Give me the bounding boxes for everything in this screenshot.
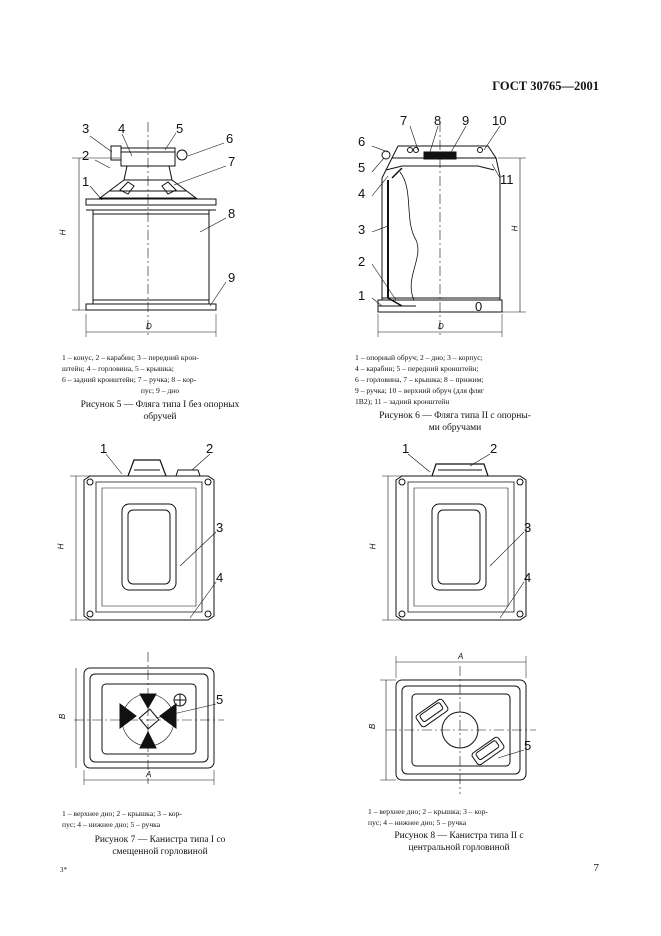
fig8-label-1: 1 bbox=[402, 441, 410, 456]
fig7-caption: Рисунок 7 — Канистра типа I со смещенной… bbox=[62, 834, 258, 858]
fig8-top-drawing bbox=[380, 656, 536, 794]
fig6-label-2: 2 bbox=[358, 254, 366, 269]
fig8-dim-H: H bbox=[368, 543, 378, 550]
fig6-label-3: 3 bbox=[358, 222, 366, 237]
legend-line: пус; 4 – нижнее дно; 5 – ручка bbox=[62, 820, 161, 829]
fig8-label-4: 4 bbox=[524, 570, 532, 585]
caption-line: обручей bbox=[143, 412, 177, 422]
fig8-dim-A: A bbox=[458, 652, 464, 661]
fig5-drawing bbox=[72, 122, 227, 337]
fig6-label-11: 11 bbox=[500, 172, 514, 187]
fig6-label-6: 6 bbox=[358, 134, 366, 149]
fig7-top-drawing bbox=[74, 652, 224, 785]
legend-line: 1 – верхнее дно; 2 – крышка; 3 – кор- bbox=[62, 809, 182, 818]
fig6-legend: 1 – опорный обруч; 2 – дно; 3 – корпус; … bbox=[355, 352, 555, 407]
fig8-legend: 1 – верхнее дно; 2 – крышка; 3 – кор- пу… bbox=[368, 806, 548, 828]
fig7-legend: 1 – верхнее дно; 2 – крышка; 3 – кор- пу… bbox=[62, 808, 258, 830]
legend-line: пус; 4 – нижнее дно; 5 – ручка bbox=[368, 818, 467, 827]
legend-line: 6 – задний кронштейн; 7 – ручка; 8 – кор… bbox=[62, 375, 197, 384]
fig7-front-drawing bbox=[70, 453, 217, 621]
fig8-label-3: 3 bbox=[524, 520, 532, 535]
legend-line: 4 – карабин; 5 – передний кронштейн; bbox=[355, 364, 479, 373]
fig5-dim-H: H bbox=[58, 229, 68, 236]
caption-line: ми обручами bbox=[428, 423, 482, 433]
legend-line: 9 – ручка; 10 – верхний обруч (для фляг bbox=[355, 386, 485, 395]
fig8-caption: Рисунок 8 — Канистра типа II с центральн… bbox=[362, 830, 556, 854]
fig8-label-5: 5 bbox=[524, 738, 532, 753]
fig6-label-8: 8 bbox=[434, 113, 442, 128]
legend-line: 6 – горловина, 7 – крышка; 8 – прижим; bbox=[355, 375, 484, 384]
fig6-body-mark: 0 bbox=[475, 299, 483, 314]
fig6-drawing bbox=[371, 122, 526, 337]
legend-line: 1 – верхнее дно; 2 – крышка; 3 – кор- bbox=[368, 807, 488, 816]
fig5-label-8: 8 bbox=[228, 206, 236, 221]
fig7-label-1: 1 bbox=[100, 441, 108, 456]
caption-line: смещенной горловиной bbox=[112, 847, 208, 857]
fig7-label-2: 2 bbox=[206, 441, 214, 456]
fig6-label-5: 5 bbox=[358, 160, 366, 175]
fig7-label-5: 5 bbox=[216, 692, 224, 707]
fig5-legend: 1 – конус, 2 – карабин; 3 – передний кро… bbox=[62, 352, 258, 396]
fig6-label-4: 4 bbox=[358, 186, 366, 201]
fig5-label-5: 5 bbox=[176, 121, 184, 136]
fig5-caption: Рисунок 5 — Фляга типа I без опорных обр… bbox=[62, 399, 258, 423]
caption-line: Рисунок 6 — Фляга типа II с опорны- bbox=[379, 411, 531, 421]
sheet-mark: 3* bbox=[60, 866, 67, 874]
page-number: 7 bbox=[593, 862, 600, 874]
fig7-dim-A: A bbox=[146, 770, 152, 779]
legend-line: штейн; 4 – горловина, 5 – крышка; bbox=[62, 364, 174, 373]
fig6-caption: Рисунок 6 — Фляга типа II с опорны- ми о… bbox=[355, 410, 555, 434]
fig5-dim-D: D bbox=[146, 322, 152, 331]
fig7-label-4: 4 bbox=[216, 570, 224, 585]
fig7-dim-H: H bbox=[56, 543, 66, 550]
legend-line: пус; 9 – дно bbox=[140, 386, 180, 395]
fig5-label-4: 4 bbox=[118, 121, 126, 136]
fig6-label-1: 1 bbox=[358, 288, 366, 303]
fig5-label-9: 9 bbox=[228, 270, 236, 285]
fig8-label-2: 2 bbox=[490, 441, 498, 456]
fig6-label-9: 9 bbox=[462, 113, 470, 128]
fig6-label-7: 7 bbox=[400, 113, 408, 128]
fig5-label-1: 1 bbox=[82, 174, 90, 189]
legend-line: 1 – опорный обруч; 2 – дно; 3 – корпус; bbox=[355, 353, 483, 362]
fig8-dim-B: B bbox=[368, 723, 378, 730]
standard-header: ГОСТ 30765—2001 bbox=[492, 79, 599, 93]
fig5-label-7: 7 bbox=[228, 154, 236, 169]
fig5-label-6: 6 bbox=[226, 131, 234, 146]
caption-line: Рисунок 8 — Канистра типа II с bbox=[394, 831, 524, 841]
fig6-dim-D: D bbox=[438, 322, 444, 331]
legend-line: 1 – конус, 2 – карабин; 3 – передний кро… bbox=[62, 353, 199, 362]
caption-line: Рисунок 5 — Фляга типа I без опорных bbox=[80, 400, 240, 410]
fig5-label-3: 3 bbox=[82, 121, 90, 136]
fig6-dim-H: H bbox=[510, 225, 520, 232]
caption-line: Рисунок 7 — Канистра типа I со bbox=[94, 835, 226, 845]
fig6-label-10: 10 bbox=[492, 113, 507, 128]
fig8-front-drawing bbox=[382, 453, 527, 621]
fig7-label-3: 3 bbox=[216, 520, 224, 535]
fig7-dim-B: B bbox=[58, 713, 68, 720]
legend-line: 1В2); 11 – задний кронштейн bbox=[355, 397, 450, 406]
caption-line: центральной горловиной bbox=[408, 843, 510, 853]
fig5-label-2: 2 bbox=[82, 148, 90, 163]
